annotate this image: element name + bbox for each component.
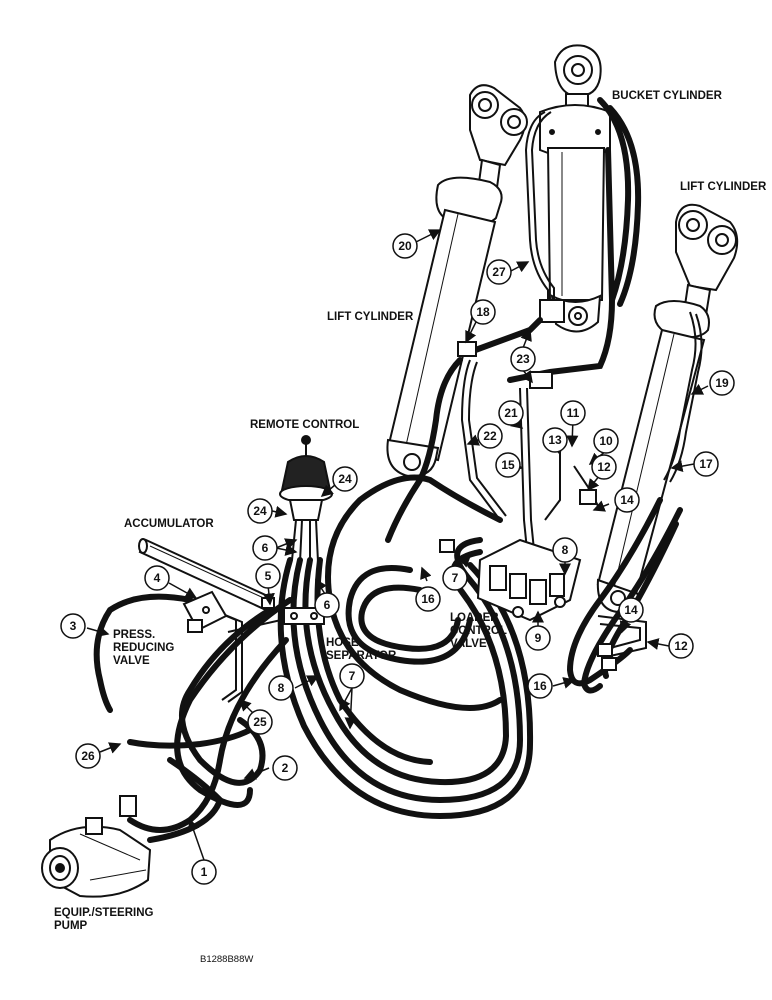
svg-text:6: 6 [262,541,269,555]
svg-text:21: 21 [504,406,518,420]
svg-text:8: 8 [278,681,285,695]
fittings [261,341,617,671]
callout-7b: 7 [339,663,365,689]
svg-text:22: 22 [483,429,497,443]
callout-6b: 6 [314,592,340,618]
callout-18: 18 [470,299,496,325]
hose-separator-label-1: HOSE [326,637,359,649]
callout-19: 19 [709,370,735,396]
callout-24b: 24 [332,466,358,492]
callout-5: 5 [255,563,281,589]
remote-control-label: REMOTE CONTROL [250,419,360,431]
right-lift-cylinder [596,203,739,614]
svg-text:1: 1 [201,865,208,879]
svg-text:4: 4 [154,571,161,585]
hose-separator [283,607,325,625]
svg-text:23: 23 [516,352,530,366]
callout-10: 10 [593,428,619,454]
svg-text:17: 17 [699,457,713,471]
callout-4: 4 [144,565,170,591]
svg-text:9: 9 [535,631,542,645]
svg-text:18: 18 [476,305,490,319]
svg-text:14: 14 [624,603,638,617]
loader-control-valve-label-1: LOADER [450,612,499,624]
loader-control-valve [476,538,582,622]
callout-13: 13 [542,427,568,453]
svg-text:10: 10 [599,434,613,448]
callout-16b: 16 [527,673,553,699]
callout-16a: 16 [415,586,441,612]
callout-3: 3 [60,613,86,639]
callout-22: 22 [477,423,503,449]
press-reducing-valve-label-2: REDUCING [113,642,175,654]
loader-control-valve-label-2: CONTROL [450,625,507,637]
callout-17: 17 [693,451,719,477]
svg-text:7: 7 [452,571,459,585]
svg-text:24: 24 [253,504,267,518]
callout-12a: 12 [591,454,617,480]
callout-11: 11 [560,400,586,426]
callout-2: 2 [272,755,298,781]
left-lift-cylinder-label: LIFT CYLINDER [327,311,414,323]
svg-text:5: 5 [265,569,272,583]
bucket-cylinder [539,44,611,333]
callout-27: 27 [486,259,512,285]
svg-text:13: 13 [548,433,562,447]
pump-label-1: EQUIP./STEERING [54,907,154,919]
accumulator-label: ACCUMULATOR [124,518,214,530]
callout-7a: 7 [442,565,468,591]
callout-9: 9 [525,625,551,651]
hose-separator-label-2: SEPARATOR [326,650,397,662]
svg-text:27: 27 [492,265,506,279]
svg-text:2: 2 [282,761,289,775]
callout-20: 20 [392,233,418,259]
callout-12b: 12 [668,633,694,659]
remote-control-unit [279,435,333,563]
callout-21: 21 [498,400,524,426]
callout-26: 26 [75,743,101,769]
svg-text:8: 8 [562,543,569,557]
callout-6a: 6 [252,535,278,561]
svg-text:12: 12 [597,460,611,474]
right-lift-cylinder-label: LIFT CYLINDER [680,181,767,193]
callout-15: 15 [495,452,521,478]
callout-24a: 24 [247,498,273,524]
press-reducing-valve-label-3: VALVE [113,655,150,667]
svg-text:24: 24 [338,472,352,486]
callout-25: 25 [247,709,273,735]
svg-text:12: 12 [674,639,688,653]
callout-23: 23 [510,346,536,372]
loader-control-valve-label-3: VALVE [450,638,487,650]
callout-8b: 8 [552,537,578,563]
accumulator [138,538,274,612]
svg-text:6: 6 [324,598,331,612]
equip-steering-pump [41,795,152,898]
svg-text:15: 15 [501,458,515,472]
pressure-reducing-valve [182,590,228,633]
bucket-cylinder-label: BUCKET CYLINDER [612,90,722,102]
figure-code: B1288B88W [200,954,254,965]
svg-text:7: 7 [349,669,356,683]
pump-label-2: PUMP [54,920,88,932]
svg-text:25: 25 [253,715,267,729]
callout-14b: 14 [618,597,644,623]
callout-1: 1 [191,859,217,885]
callout-14a: 14 [614,487,640,513]
svg-text:26: 26 [81,749,95,763]
hydraulic-hoses [93,97,683,843]
svg-text:19: 19 [715,376,729,390]
svg-text:14: 14 [620,493,634,507]
svg-text:20: 20 [398,239,412,253]
svg-text:16: 16 [421,592,435,606]
svg-text:3: 3 [70,619,77,633]
callout-8a: 8 [268,675,294,701]
svg-text:16: 16 [533,679,547,693]
callout-circles: 1 2 3 4 5 6 6 7 7 8 8 9 10 11 12 12 13 1… [60,233,735,885]
svg-text:11: 11 [567,406,580,420]
press-reducing-valve-label-1: PRESS. [113,629,156,641]
